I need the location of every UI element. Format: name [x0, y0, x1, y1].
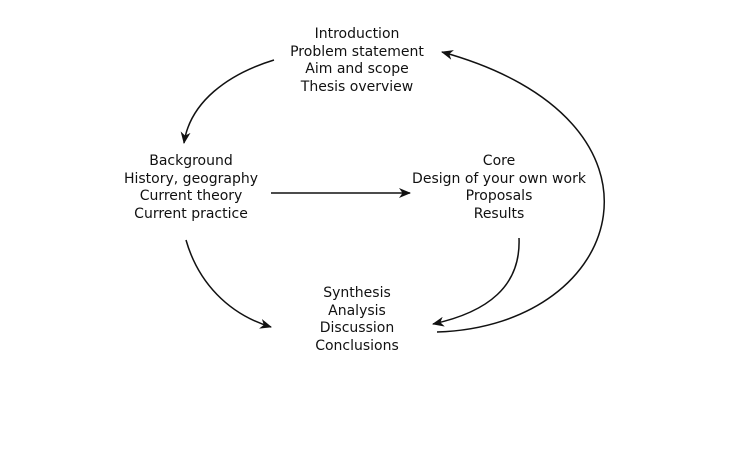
arrow-synthesis-to-intro [436, 50, 606, 333]
node-introduction-line: Introduction [314, 26, 400, 42]
node-background-line: Background [149, 153, 233, 169]
node-background: Background History, geography Current th… [112, 153, 270, 223]
node-synthesis-line: Discussion [319, 320, 395, 336]
node-core-line: Proposals [465, 188, 533, 204]
node-introduction-line: Problem statement [290, 43, 424, 60]
arrow-core-to-synthesis [432, 237, 520, 327]
node-core: Core Design of your own work Proposals R… [408, 153, 590, 223]
node-background-line: Current theory [139, 188, 243, 204]
node-introduction-line: Aim and scope [305, 61, 409, 77]
node-introduction: Introduction Problem statement Aim and s… [272, 26, 442, 96]
node-synthesis: Synthesis Analysis Discussion Conclusion… [282, 285, 432, 355]
arrow-intro-to-background [180, 59, 275, 144]
node-background-line: History, geography [123, 170, 259, 187]
arrow-background-to-synthesis [185, 239, 272, 329]
node-synthesis-line: Conclusions [315, 337, 399, 354]
node-synthesis-line: Synthesis [323, 285, 391, 301]
node-core-line: Core [482, 153, 516, 169]
node-introduction-line: Thesis overview [300, 78, 414, 95]
node-synthesis-line: Analysis [328, 302, 386, 319]
node-core-line: Results [473, 205, 525, 222]
node-background-line: Current practice [134, 205, 248, 222]
node-core-line: Design of your own work [412, 170, 586, 187]
